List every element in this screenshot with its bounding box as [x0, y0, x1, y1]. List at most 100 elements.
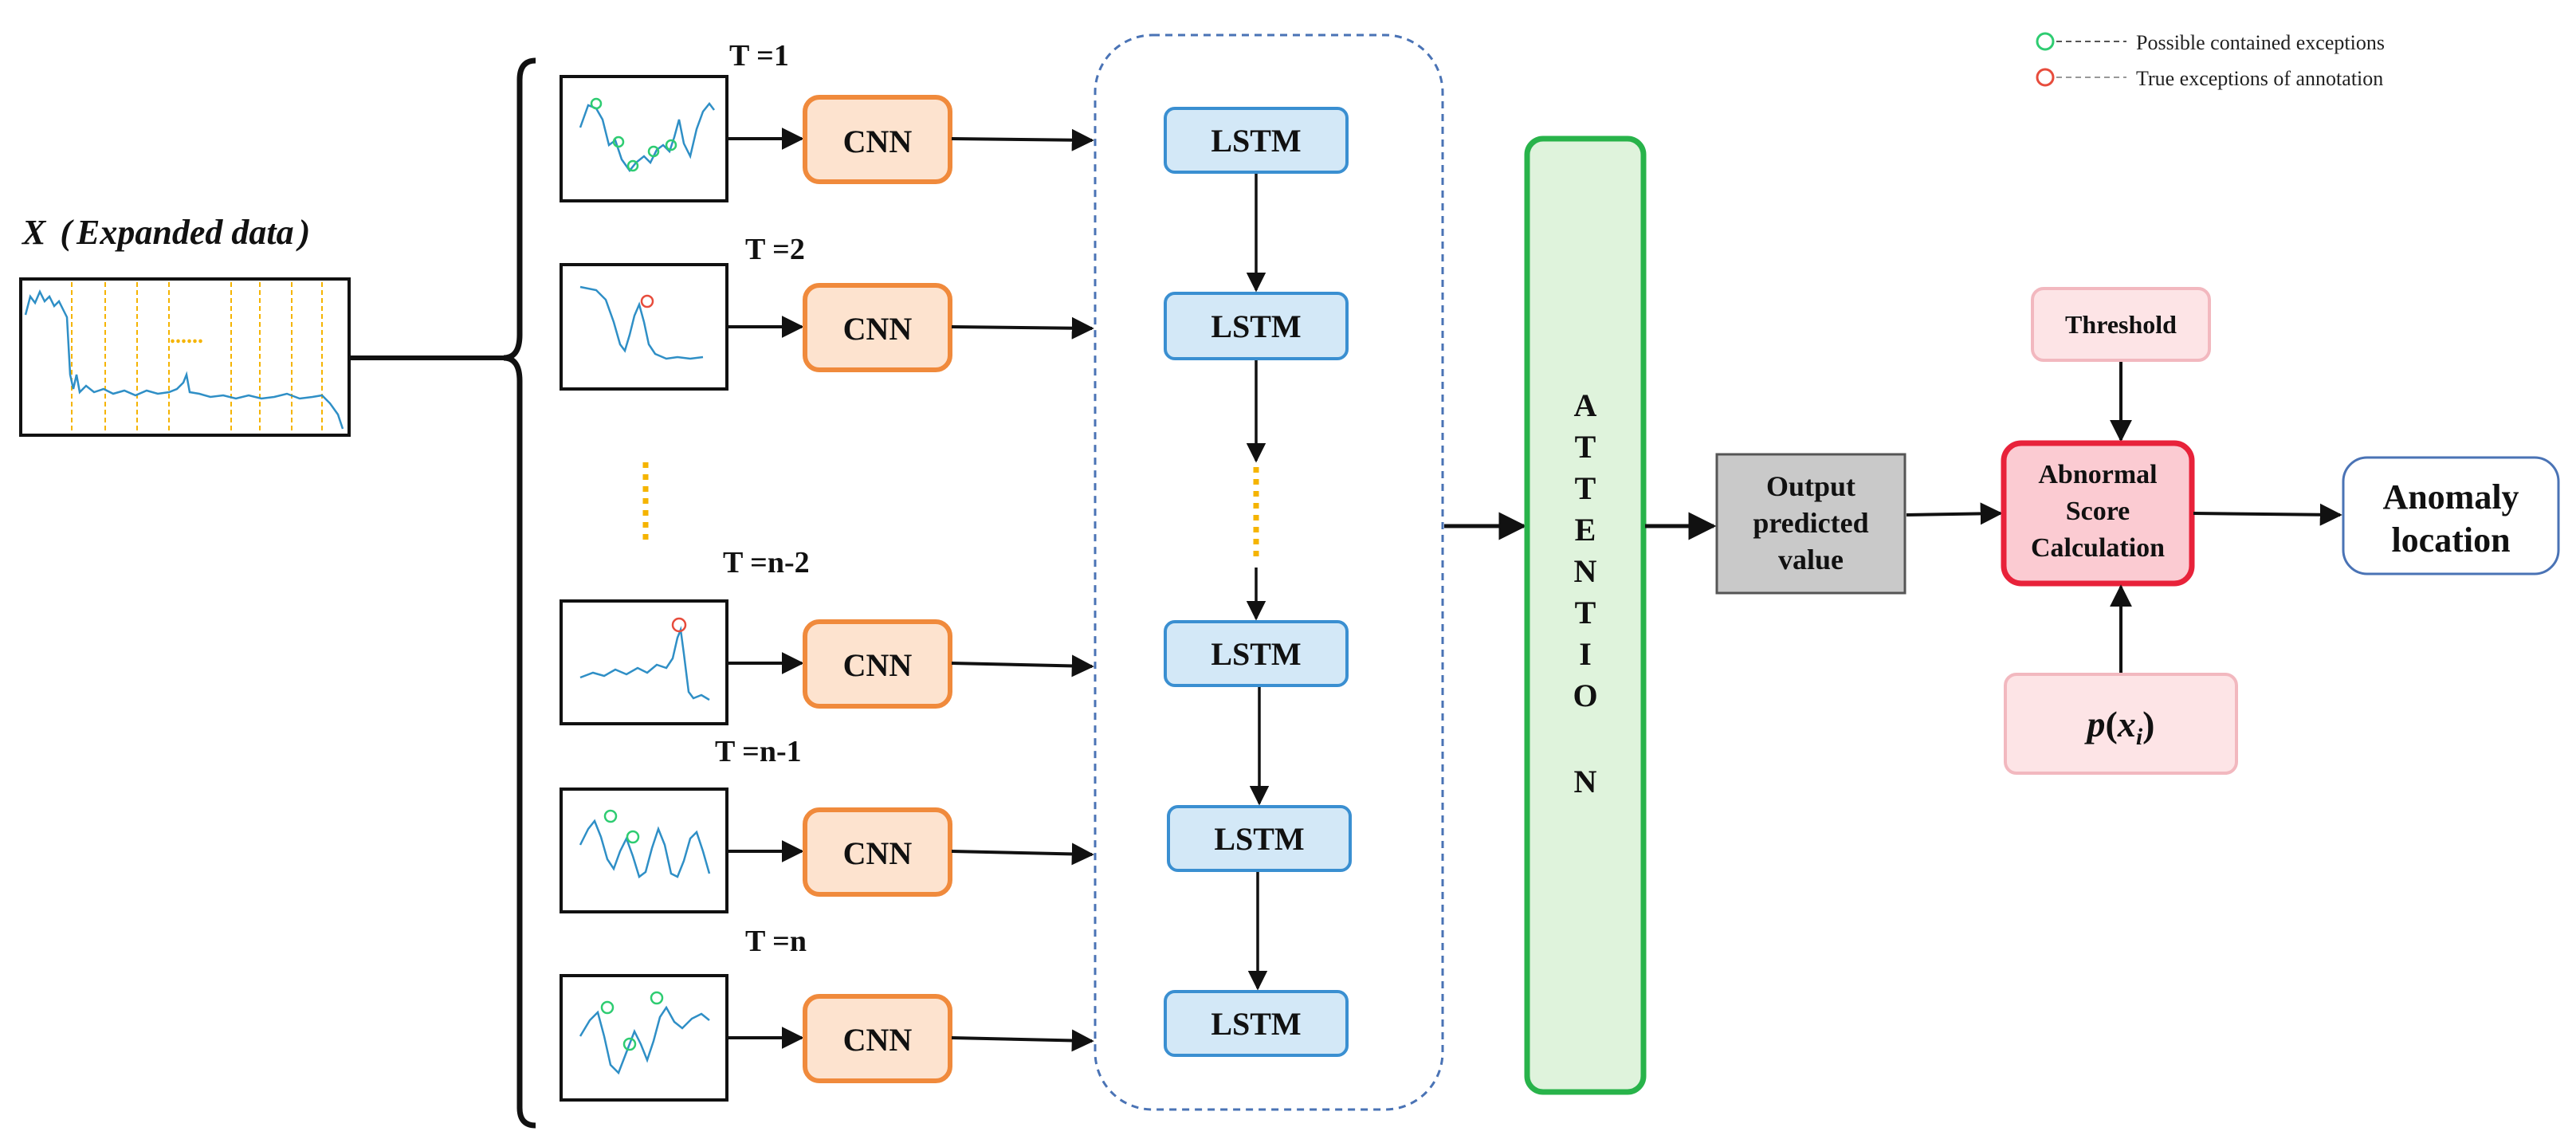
legend-green-marker: [2036, 32, 2055, 51]
window-label: T =2: [745, 233, 805, 266]
cnn-to-lstm-arrows: [951, 128, 1094, 1052]
arrow: [951, 654, 1094, 678]
legend-red-label: True exceptions of annotation: [2136, 67, 2383, 90]
attention-letter: A: [1574, 387, 1597, 423]
legend: Possible contained exceptions True excep…: [2036, 31, 2385, 90]
window-to-cnn-arrows: [728, 128, 804, 1049]
input-ellipsis: ......: [170, 324, 203, 348]
px-label: p(xi): [2084, 704, 2155, 750]
attention-letter: I: [1579, 636, 1592, 672]
cnn-box: CNN: [803, 994, 952, 1083]
px-close: ): [2142, 704, 2154, 744]
lstm-box: LSTM: [1164, 620, 1349, 687]
output-block: Output predicted value: [1715, 453, 1906, 595]
input-window-dividers: [71, 282, 323, 432]
window-marker: [590, 97, 603, 110]
input-label-close: ): [296, 213, 311, 252]
window-marker: [650, 991, 664, 1005]
arrow: [951, 128, 1094, 151]
lstm-column: LSTM LSTM LSTM LSTM LSTM: [1164, 107, 1352, 1057]
lstm-label: LSTM: [1211, 636, 1301, 672]
window-thumbnail: [560, 263, 728, 391]
lstm-box: LSTM: [1164, 107, 1349, 174]
input-label: X (Expanded data): [21, 213, 310, 252]
lstm-box: LSTM: [1167, 805, 1352, 872]
window-marker: [647, 145, 660, 158]
cnn-box: CNN: [803, 619, 952, 709]
input-label-open: (: [60, 213, 74, 252]
lstm-chain-arrows: [1246, 174, 1270, 991]
window-signal: [579, 285, 704, 360]
cnn-label: CNN: [843, 311, 913, 347]
input-signal: [24, 289, 344, 430]
cnn-label: CNN: [843, 124, 913, 159]
score-line: Abnormal: [2038, 460, 2157, 489]
lstm-label: LSTM: [1211, 123, 1301, 159]
attention-letter: N: [1574, 553, 1597, 589]
lstm-box: LSTM: [1164, 990, 1349, 1057]
attention-letter: T: [1575, 595, 1596, 630]
output-to-score-arrow: [1906, 502, 2003, 525]
window-row-3: T =n-2: [560, 546, 810, 725]
window-thumbnail: [560, 788, 728, 913]
lstm-label: LSTM: [1211, 308, 1301, 344]
window-marker: [671, 617, 687, 633]
window-row-4: T =n-1: [560, 735, 802, 913]
input-label-symbol: X: [21, 213, 47, 252]
cnn-label: CNN: [843, 835, 913, 871]
window-row-5: T =n: [560, 925, 807, 1102]
window-signal: [579, 819, 711, 879]
threshold-label: Threshold: [2065, 310, 2177, 339]
px-box: [2004, 673, 2238, 775]
output-line: Output: [1766, 470, 1855, 502]
arrow: [951, 1029, 1094, 1052]
attention-letters: A T T E N T I O N: [1573, 387, 1597, 799]
window-marker: [665, 139, 677, 151]
px-p: p: [2084, 704, 2106, 744]
attention-box: [1524, 136, 1647, 1095]
score-line: Calculation: [2031, 533, 2165, 563]
input-section: X (Expanded data) ......: [19, 213, 505, 437]
windows-brace: [503, 57, 536, 1129]
score-box: [2001, 440, 2195, 587]
window-label: T =n-2: [723, 546, 810, 579]
input-data-box: [19, 277, 351, 437]
window-marker: [622, 1037, 637, 1051]
window-label: T =n: [745, 925, 807, 958]
window-marker: [603, 809, 618, 823]
output-line: predicted: [1753, 507, 1868, 539]
window-thumbnail: [560, 599, 728, 725]
attention-letter: O: [1573, 678, 1597, 713]
attention-letter: T: [1575, 470, 1596, 506]
window-row-1: T =1: [560, 39, 789, 202]
px-sub: i: [2136, 724, 2143, 750]
arrow: [951, 316, 1094, 340]
px-x: x: [2117, 704, 2136, 744]
anomaly-line: Anomaly: [2382, 477, 2519, 517]
score-block: Abnormal Score Calculation: [2001, 440, 2195, 587]
cnn-label: CNN: [843, 647, 913, 683]
lstm-label: LSTM: [1214, 821, 1304, 857]
window-label: T =n-1: [715, 735, 802, 768]
legend-green-label: Possible contained exceptions: [2136, 31, 2385, 54]
attention-letter: T: [1575, 429, 1596, 465]
window-row-2: T =2: [560, 233, 805, 391]
output-box: [1715, 453, 1906, 595]
window-marker: [640, 294, 654, 308]
px-block: p(xi): [2004, 673, 2238, 775]
window-marker: [626, 830, 640, 844]
cnn-box: CNN: [803, 283, 952, 372]
score-line: Score: [2066, 497, 2130, 526]
lstm-container: [1094, 33, 1444, 1111]
px-open: (: [2106, 704, 2118, 744]
score-to-anomaly-arrow: [2193, 503, 2342, 526]
window-label: T =1: [729, 39, 789, 73]
cnn-box: CNN: [803, 95, 952, 184]
threshold-block: Threshold: [2031, 287, 2211, 362]
input-label-text: Expanded data: [76, 213, 294, 252]
attention-letter: N: [1574, 764, 1597, 799]
anomaly-box: [2342, 456, 2560, 575]
anomaly-block: Anomaly location: [2342, 456, 2560, 575]
